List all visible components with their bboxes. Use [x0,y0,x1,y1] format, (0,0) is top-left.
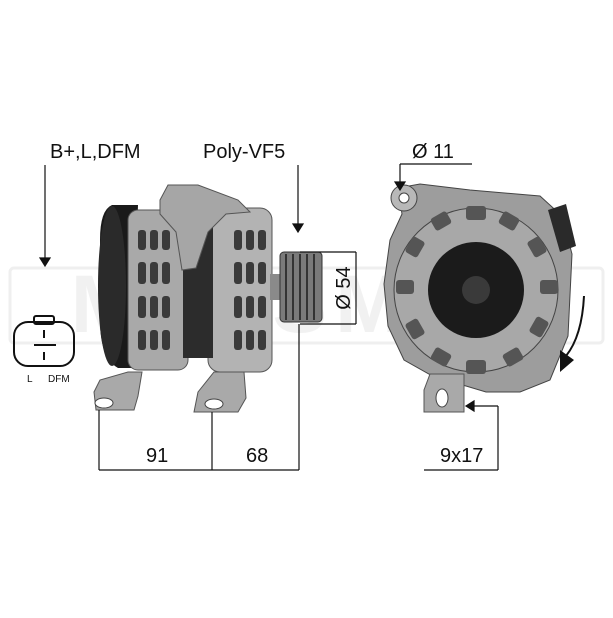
plug-pin-dfm-label: DFM [48,374,70,385]
mount-hole-diameter-label: Ø 11 [412,141,454,163]
leader-lines-front [393,163,499,471]
connector-pins-label: B+,L,DFM [50,141,141,163]
plug-pin-l-label: L [27,374,33,385]
alternator-front-view [383,183,576,413]
dim-left-label: 91 [146,445,169,467]
slot-size-label: 9x17 [440,445,484,467]
dim-right-label: 68 [246,445,269,467]
alternator-side-view [93,184,323,413]
connector-plug-icon [13,315,75,367]
pulley [279,251,323,323]
rotation-arrow-icon [560,295,585,372]
pulley-diameter-label: Ø 54 [333,266,355,310]
leader-lines-side [38,165,357,471]
pulley-type-label: Poly-VF5 [203,141,286,163]
